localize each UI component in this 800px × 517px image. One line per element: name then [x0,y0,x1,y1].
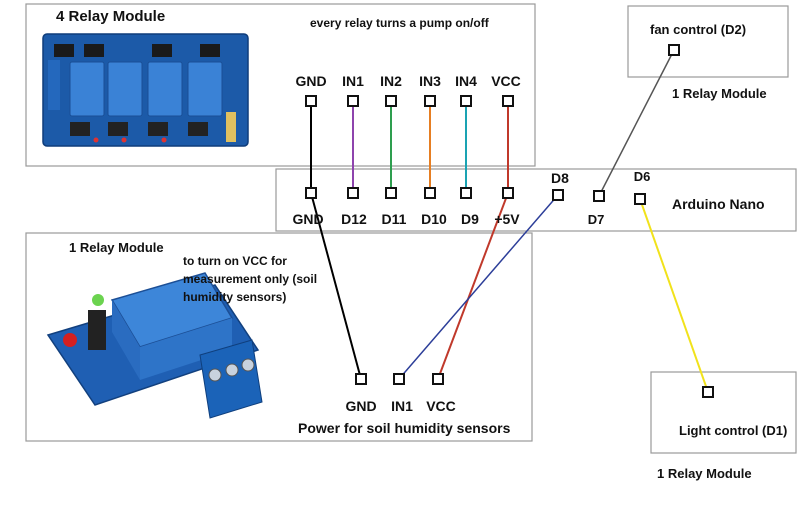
arduino-pin-d11 [385,187,397,199]
sensor-relay-title: 1 Relay Module [69,240,164,255]
sensor-relay-caption: Power for soil humidity sensors [298,420,511,436]
sensor-relay-label-gnd: GND [345,398,376,414]
arduino-label-d6: D6 [634,169,651,184]
sensor-relay-pin-gnd [355,373,367,385]
four-relay-label-in1: IN1 [342,73,364,89]
wire-d7 [598,49,675,197]
arduino-label-5v: +5V [494,211,520,227]
arduino-label-d10: D10 [421,211,447,227]
four-relay-label-in3: IN3 [419,73,441,89]
four-relay-label-in2: IN2 [380,73,402,89]
light-module-label: 1 Relay Module [657,466,752,481]
four-relay-pin-in4 [460,95,472,107]
sensor-relay-note-line-2: measurement only (soil [183,272,317,286]
sensor-relay-label-in1: IN1 [391,398,413,414]
sensor-relay-pin-vcc [432,373,444,385]
sensor-relay-note-line-1: to turn on VCC for [183,254,287,268]
arduino-label-d7: D7 [588,212,605,227]
arduino-pin-d10 [424,187,436,199]
light-control-box [650,371,797,454]
four-relay-module-box [25,3,536,167]
sensor-relay-note-line-3: humidity sensors) [183,290,286,304]
arduino-nano-box [275,168,797,232]
arduino-label-gnd: GND [292,211,323,227]
arduino-pin-d6 [634,193,646,205]
sensor-relay-label-vcc: VCC [426,398,456,414]
arduino-pin-d12 [347,187,359,199]
four-relay-pin-vcc [502,95,514,107]
wire-d6 [639,198,709,393]
sensor-relay-board-image [46,272,263,419]
arduino-pin-d9 [460,187,472,199]
four-relay-label-vcc: VCC [491,73,521,89]
arduino-pin-d7 [593,190,605,202]
four-relay-label-in4: IN4 [455,73,477,89]
arduino-label-d12: D12 [341,211,367,227]
arduino-label-d9: D9 [461,211,479,227]
fan-title: fan control (D2) [650,22,746,37]
four-relay-board-image [42,33,249,147]
four-relay-note: every relay turns a pump on/off [310,16,490,30]
four-relay-pin-in3 [424,95,436,107]
arduino-pin-5v [502,187,514,199]
wire-d8 [398,194,559,380]
four-relay-pin-gnd [305,95,317,107]
arduino-label-d11: D11 [382,211,407,227]
arduino-pin-gnd [305,187,317,199]
light-title: Light control (D1) [679,423,787,438]
wire-vcc [437,101,509,380]
four-relay-pin-in2 [385,95,397,107]
four-relay-pin-in1 [347,95,359,107]
light-relay-pin [702,386,714,398]
fan-relay-pin [668,44,680,56]
sensor-relay-module-box [25,232,533,442]
fan-module-label: 1 Relay Module [672,86,767,101]
arduino-title: Arduino Nano [672,196,765,212]
four-relay-title: 4 Relay Module [56,8,165,25]
fan-control-box [627,5,789,78]
four-relay-label-gnd: GND [295,73,326,89]
arduino-label-d8: D8 [551,170,569,186]
sensor-relay-pin-in1 [393,373,405,385]
arduino-pin-d8 [552,189,564,201]
